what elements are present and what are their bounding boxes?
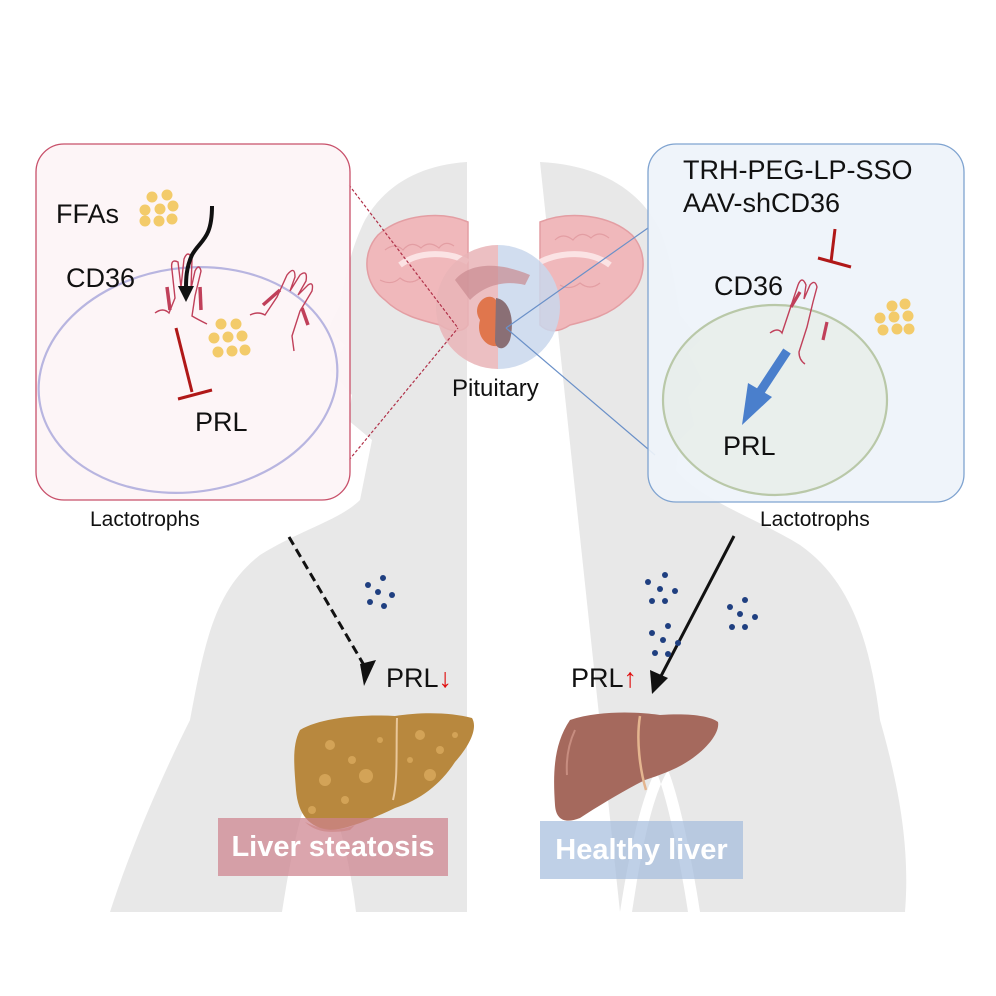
down-arrow-icon: ↓ xyxy=(438,663,453,693)
right-cell-membrane xyxy=(661,303,889,497)
healthy-liver-tag: Healthy liver xyxy=(540,821,743,879)
liver-steatosis-tag: Liver steatosis xyxy=(218,818,448,876)
prl-label-right: PRL xyxy=(723,431,776,461)
prl-secretion-arrow xyxy=(742,348,791,425)
increased-prl-arrow xyxy=(650,535,736,694)
prl-molecules-icon xyxy=(727,597,758,630)
fatty-liver-icon xyxy=(294,713,475,832)
lactotrophs-label-right: Lactotrophs xyxy=(760,508,870,531)
healthy-liver-text: Healthy liver xyxy=(555,833,728,866)
prl-text: PRL xyxy=(571,663,624,693)
intracellular-ffa-cluster-icon xyxy=(208,318,251,358)
systemic-prl-label-left: PRL↓ xyxy=(386,663,452,694)
cd36-receptor-icon xyxy=(154,253,208,325)
healthy-liver-icon xyxy=(554,712,719,821)
liver-steatosis-text: Liver steatosis xyxy=(231,830,435,863)
reduced-prl-arrow xyxy=(287,536,376,686)
prl-molecules-icon xyxy=(649,623,681,657)
ffa-cluster-icon xyxy=(139,189,179,227)
pituitary-icon xyxy=(436,245,560,369)
pituitary-label: Pituitary xyxy=(452,375,539,402)
up-arrow-icon: ↑ xyxy=(623,663,638,693)
ffa-uptake-arrow xyxy=(178,205,214,302)
prl-text: PRL xyxy=(386,663,439,693)
right-lactotroph-box xyxy=(647,143,965,503)
cd36-receptor-icon xyxy=(249,269,314,352)
treatment-label-2: AAV-shCD36 xyxy=(683,188,841,218)
left-zoom-lines xyxy=(348,184,459,461)
systemic-prl-label-right: PRL↑ xyxy=(571,663,637,694)
cd36-label-right: CD36 xyxy=(714,271,784,301)
prl-label-left: PRL xyxy=(195,407,248,437)
cd36-receptor-icon xyxy=(769,279,829,365)
right-brain-icon xyxy=(538,214,644,332)
lactotrophs-label-left: Lactotrophs xyxy=(90,508,200,531)
prl-molecules-icon xyxy=(365,575,395,609)
ffa-cluster-icon xyxy=(874,298,915,336)
cd36-label-left: CD36 xyxy=(66,263,136,293)
ffa-label: FFAs xyxy=(56,199,120,229)
right-zoom-lines xyxy=(505,227,656,456)
inhibition-bar-icon xyxy=(817,228,852,269)
inhibition-bar-icon xyxy=(174,327,213,401)
prl-molecules-icon xyxy=(645,572,678,604)
treatment-label-1: TRH-PEG-LP-SSO xyxy=(683,155,913,185)
